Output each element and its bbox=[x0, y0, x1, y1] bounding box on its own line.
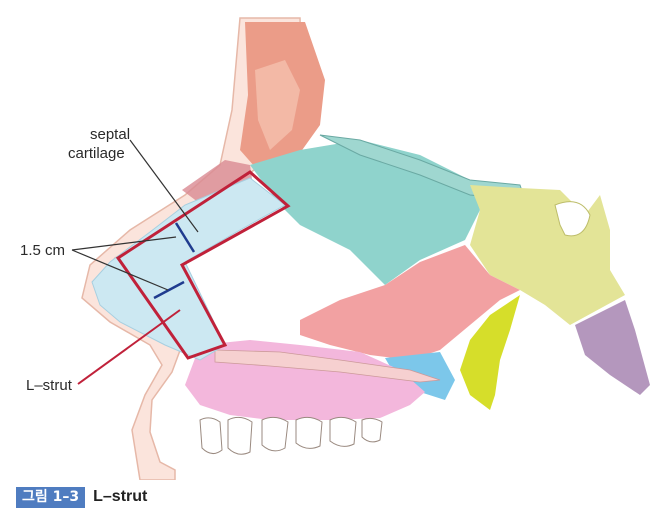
pterygoid-plate bbox=[460, 295, 520, 410]
figure-number-badge: 그림 1–3 bbox=[16, 486, 86, 508]
figure-title: L–strut bbox=[93, 488, 148, 505]
label-septal: septal bbox=[90, 126, 130, 143]
measure-marker-lower bbox=[153, 280, 185, 300]
vomer bbox=[300, 245, 520, 360]
clivus bbox=[575, 300, 650, 395]
nasal-anatomy-diagram: septal cartilage 1.5 cm L–strut bbox=[20, 17, 650, 480]
measure-leader-line-1 bbox=[71, 236, 177, 251]
l-strut-outline bbox=[115, 170, 291, 360]
upper-teeth bbox=[199, 416, 383, 455]
label-cartilage: cartilage bbox=[68, 145, 125, 162]
lstrut-leader-line bbox=[77, 309, 181, 385]
nasal-floor bbox=[214, 349, 441, 383]
sella-turcica bbox=[554, 201, 591, 237]
label-measure: 1.5 cm bbox=[20, 242, 65, 259]
measure-marker-upper bbox=[174, 222, 196, 253]
figure-caption: 그림 1–3 L–strut bbox=[16, 486, 147, 508]
nasal-bone-inner bbox=[255, 60, 300, 150]
septal-cartilage bbox=[91, 177, 286, 361]
septal-leader-line bbox=[129, 139, 199, 233]
label-lstrut: L–strut bbox=[26, 377, 73, 394]
measure-leader-line-2 bbox=[71, 249, 169, 291]
